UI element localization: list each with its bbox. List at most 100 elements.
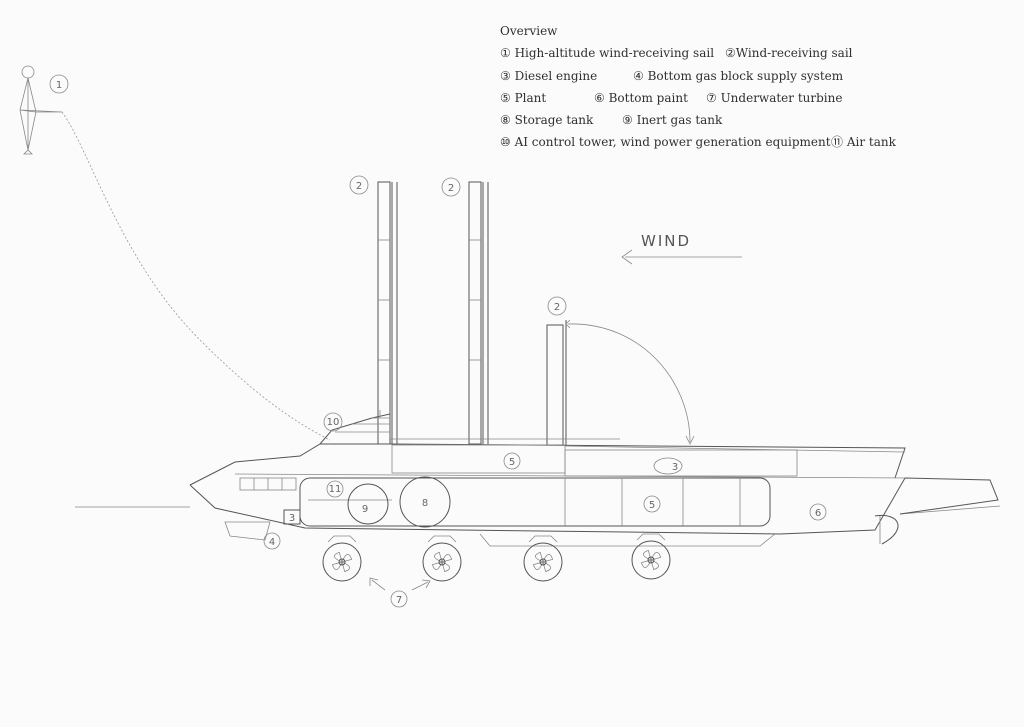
turbine-blade: [542, 554, 554, 563]
kite-tether: [61, 111, 331, 441]
turbine-housing: [523, 542, 563, 582]
legend-item: ① High-altitude wind-receiving sail: [500, 46, 715, 61]
wind-label: WIND: [641, 232, 692, 250]
legend-row: ⑩ AI control tower, wind power generatio…: [500, 131, 1000, 153]
hull: [189, 438, 999, 547]
tank-row: [299, 477, 771, 527]
turbine-arrow-left: [371, 579, 386, 591]
rudder: [874, 514, 899, 545]
folding-sail: [546, 319, 695, 446]
turbine-blade: [542, 561, 551, 573]
turbine-hub: [647, 556, 655, 564]
storage-tank-round: [399, 476, 451, 528]
plant-block: [391, 444, 566, 474]
legend-item: ⑧ Storage tank: [500, 113, 594, 128]
turbine-blade: [431, 561, 443, 570]
callout-2c-circle: [547, 296, 567, 316]
callout-6-circle: [809, 503, 827, 521]
turbine-strut: [327, 535, 357, 543]
callout-13-ellipse: [653, 457, 683, 475]
callout-11: 11: [329, 484, 342, 495]
callout-7: 7: [396, 595, 402, 606]
turbine-callout: 7: [369, 577, 431, 608]
callout-5b-circle: [643, 495, 661, 513]
kite-sail: 1: [19, 65, 331, 441]
callout-5b: 5: [649, 500, 655, 511]
turbine-blade: [441, 554, 453, 563]
mast-2-sail: [468, 181, 482, 445]
turbine-strut: [528, 535, 558, 543]
gas-block-supply: [224, 521, 271, 541]
turbine: [322, 535, 362, 582]
callout-4-circle: [263, 532, 281, 550]
turbine-blade: [341, 554, 353, 563]
callout-1: 1: [56, 80, 62, 91]
turbine-blade: [341, 561, 350, 573]
upper-tank-block: [564, 449, 798, 477]
callout-10: 10: [327, 417, 340, 428]
folding-arc-arrowhead-bottom: [685, 435, 695, 445]
folding-arc-arrowhead-top: [565, 319, 571, 329]
callout-5a-circle: [503, 452, 521, 470]
turbine-arrowhead-left: [369, 577, 379, 586]
folding-sail-arc: [567, 323, 691, 443]
turbine-blade: [331, 561, 343, 570]
tower-outline: [319, 413, 391, 445]
turbine-hub: [539, 558, 547, 566]
control-tower: [319, 410, 391, 445]
turbine-arrowhead-right: [421, 579, 431, 589]
turbine-blade: [640, 559, 652, 568]
turbine-blade: [441, 561, 450, 573]
turbine-blade: [434, 551, 443, 563]
turbine-blade: [532, 561, 544, 570]
turbine-blade: [535, 551, 544, 563]
inert-gas-tank: [347, 483, 389, 525]
callout-3: 3: [289, 513, 295, 524]
folding-sail-panel: [546, 324, 564, 446]
diesel-engine: [283, 509, 301, 525]
legend-title: Overview: [500, 24, 558, 38]
callout-9: 9: [362, 504, 368, 515]
callout-2a: 2: [356, 181, 362, 192]
kite-head: [21, 65, 35, 79]
hull-bottom: [189, 477, 999, 535]
turbine-housing: [631, 540, 671, 580]
turbine-strut: [427, 535, 457, 543]
callout-7-circle: [390, 590, 408, 608]
turbine-housing: [422, 542, 462, 582]
callout-5a: 5: [509, 457, 515, 468]
callout-2a-circle: [349, 175, 369, 195]
callout-2b: 2: [448, 183, 454, 194]
turbine-hub: [338, 558, 346, 566]
turbine-blade: [643, 549, 652, 561]
callout-11-circle: [326, 480, 344, 498]
legend-item: ⑨ Inert gas tank: [622, 113, 723, 128]
legend-item: ⑪ Air tank: [831, 135, 896, 150]
main-deck: [234, 473, 906, 479]
callout-2c: 2: [554, 302, 560, 313]
sail-mast-1: [377, 181, 398, 445]
callout-1-circle: [49, 74, 69, 94]
keel-strip: [479, 533, 776, 547]
waterline-right: [899, 505, 1001, 515]
kite-tail: [23, 149, 33, 155]
callout-4: 4: [269, 537, 275, 548]
turbine-strut: [636, 533, 666, 541]
wind-arrow: [621, 249, 742, 265]
legend: Overview ① High-altitude wind-receiving …: [500, 20, 1000, 154]
legend-item: ④ Bottom gas block supply system: [633, 68, 844, 83]
legend-item: ⑩ AI control tower, wind power generatio…: [500, 135, 831, 150]
turbine-housing: [322, 542, 362, 582]
deck-rail-right: [564, 445, 906, 453]
wind-arrowhead: [621, 249, 633, 265]
legend-item: ⑦ Underwater turbine: [706, 90, 843, 105]
underwater-turbines: [322, 533, 671, 582]
turbine-blade: [650, 559, 659, 571]
turbine: [631, 533, 671, 580]
legend-item: ⑤ Plant: [500, 90, 547, 105]
callout-8: 8: [422, 498, 428, 509]
mast-1-sail: [377, 181, 391, 445]
